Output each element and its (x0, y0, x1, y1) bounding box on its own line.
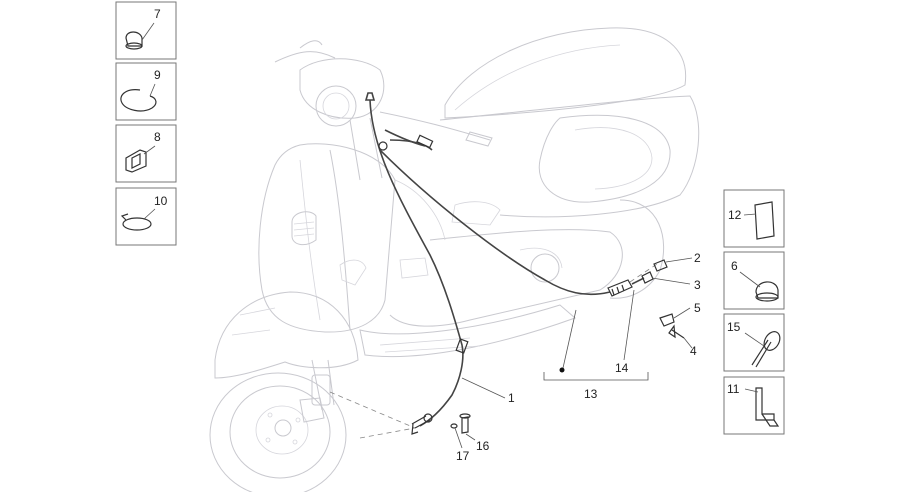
detail-box-11: 11 (723, 376, 785, 435)
callout-2: 2 (694, 251, 701, 265)
callout-11: 11 (727, 382, 740, 396)
detail-box-15: 15 (723, 313, 785, 372)
callout-17: 17 (456, 449, 470, 463)
detail-box-8: 8 (115, 124, 177, 183)
callout-16: 16 (476, 439, 490, 453)
callout-3: 3 (694, 278, 701, 292)
assembly-dash-lines (329, 261, 661, 439)
callout-13-marker (559, 367, 565, 373)
detail-box-7: 7 (115, 1, 177, 60)
detail-box-6: 6 (723, 251, 785, 310)
callout-9: 9 (154, 68, 161, 82)
detail-box-10: 10 (115, 187, 177, 246)
front-brake-cable (364, 92, 469, 435)
detail-box-9: 9 (115, 62, 177, 121)
callout-10: 10 (154, 194, 168, 208)
callout-6: 6 (731, 259, 738, 273)
callout-1: 1 (508, 391, 515, 405)
callout-13: 13 (584, 387, 598, 401)
leader-lines (454, 257, 693, 449)
rear-brake-cable (379, 129, 645, 297)
callout-7: 7 (154, 7, 161, 21)
callout-15: 15 (727, 320, 741, 334)
callout-labels: 1 2 3 5 4 14 13 16 17 (456, 251, 701, 463)
detail-box-12: 12 (723, 189, 785, 248)
callout-5: 5 (694, 301, 701, 315)
callout-12: 12 (728, 208, 742, 222)
callout-14: 14 (615, 361, 629, 375)
cable-hardware (450, 259, 685, 434)
scooter-outline (209, 27, 700, 492)
callout-8: 8 (154, 130, 161, 144)
callout-4: 4 (690, 344, 697, 358)
